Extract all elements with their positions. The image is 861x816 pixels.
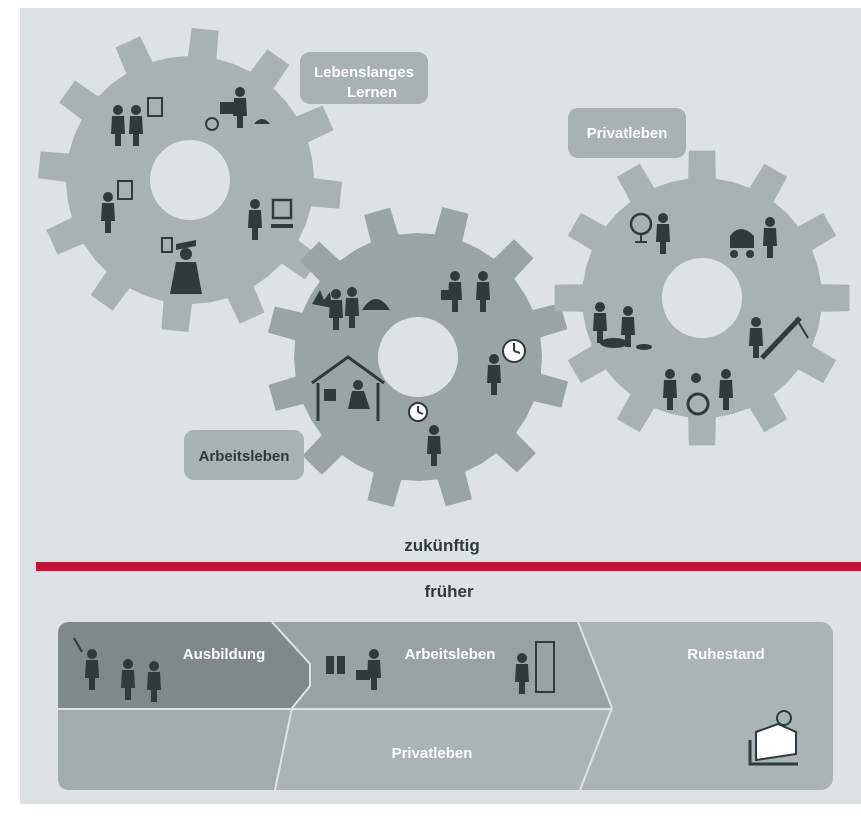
- teacher-icon: [73, 637, 161, 702]
- cooking-icon: [593, 302, 652, 350]
- label-lifelong-learning: Lebenslanges Lernen: [300, 52, 428, 104]
- computer-icon: [248, 198, 293, 240]
- clock-worker-icon: [408, 402, 441, 466]
- group-icon: [312, 287, 390, 330]
- private-life-arrow: [275, 708, 612, 790]
- gear3-icons: [593, 212, 809, 416]
- separator-1: [274, 707, 293, 791]
- work-life-gear-text: Arbeitsleben: [199, 448, 290, 465]
- lifelong-learning-line-2: Lernen: [347, 84, 397, 101]
- education-label: Ausbildung: [183, 646, 266, 663]
- timeline-icons: [73, 637, 798, 766]
- home-office-icon: [311, 355, 385, 421]
- gear-lifelong-learning: [38, 28, 342, 332]
- wheelchair-icon: [663, 369, 733, 416]
- retirement-label: Ruhestand: [687, 646, 765, 663]
- work-life-arrow: [272, 622, 612, 708]
- separator-4: [271, 621, 311, 709]
- separator-2: [579, 707, 613, 791]
- private-life-gear-text: Privatleben: [587, 125, 668, 142]
- retirement-separator: [578, 622, 612, 790]
- timeline-divider: [36, 562, 861, 571]
- timeline-panel: Ausbildung Arbeitsleben Ruhestand Privat…: [58, 621, 833, 791]
- globe-icon: [629, 212, 670, 254]
- private-life-left-section: [58, 708, 292, 790]
- work-life-label: Arbeitsleben: [405, 646, 496, 663]
- private-life-label: Privatleben: [392, 745, 473, 762]
- worker-icon: [515, 641, 555, 694]
- lifelong-learning-line-1: Lebenslanges: [314, 64, 414, 81]
- label-work-life-gear: Arbeitsleben: [184, 430, 304, 480]
- separator-3: [577, 621, 613, 709]
- gear-work-life: [268, 207, 568, 507]
- gear-private-life: [554, 150, 850, 446]
- handshake-icon: [441, 271, 490, 312]
- education-arrow: [58, 622, 310, 708]
- teacher-icon: [205, 87, 270, 131]
- gear1-icons: [101, 87, 293, 294]
- files-icon: [326, 649, 381, 690]
- clock-icon: [487, 339, 526, 395]
- label-private-life-gear: Privatleben: [568, 108, 686, 158]
- stroller-icon: [730, 217, 777, 258]
- past-label: früher: [424, 582, 474, 601]
- reading-icon: [748, 710, 798, 766]
- future-label: zukünftig: [404, 536, 480, 555]
- graduation-icon: [101, 180, 133, 233]
- gear2-icons: [311, 271, 526, 466]
- graduate-icon: [161, 237, 202, 294]
- slide-icon: [749, 316, 809, 360]
- people-icon: [111, 97, 163, 146]
